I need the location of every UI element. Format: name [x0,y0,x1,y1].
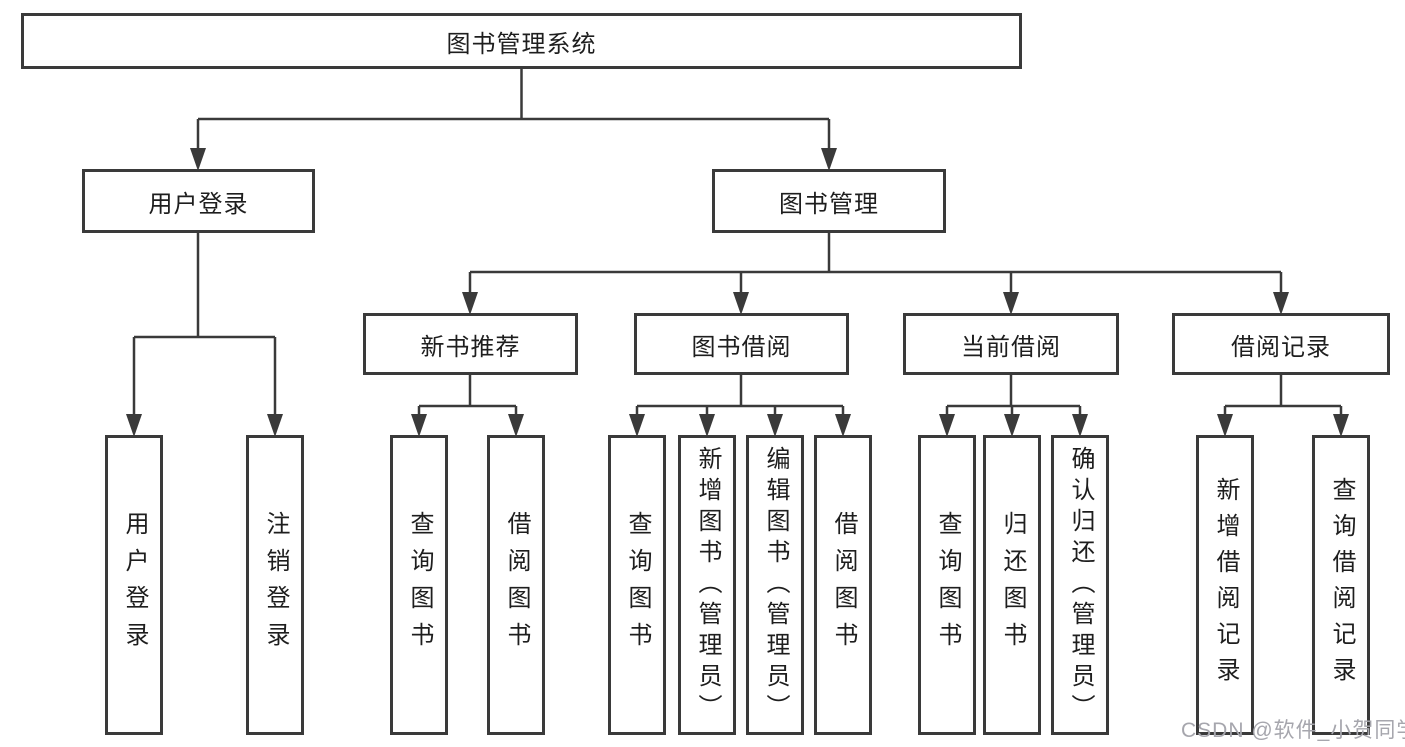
node-leaf-user-login: 用户登录 [105,435,163,735]
arrowhead [1333,414,1349,437]
arrowhead [1273,292,1289,315]
node-book-borrow: 图书借阅 [634,313,849,375]
arrowhead [190,148,206,171]
node-label: 注销登录 [262,511,289,659]
node-leaf-confirm-return-admin: 确认归还（管理员） [1051,435,1109,735]
node-label: 编辑图书（管理员） [762,445,789,725]
arrowhead [821,148,837,171]
node-user-login: 用户登录 [82,169,315,233]
csdn-watermark: CSDN @软件_小贺同学 [1181,719,1405,742]
node-label: 当前借阅 [961,333,1061,361]
node-leaf-query-borrow-record: 查询借阅记录 [1312,435,1370,735]
node-leaf-current-query-book: 查询图书 [918,435,976,735]
node-label: 图书借阅 [691,333,792,361]
arrowhead [699,414,715,437]
node-label: 用户登录 [121,511,148,659]
node-leaf-edit-book-admin: 编辑图书（管理员） [746,435,804,735]
arrowhead [767,414,783,437]
connector-book-mgmt-to-level3 [468,233,1283,311]
connector-new-book-rec-to-leaves [417,375,518,433]
node-label: 查询图书 [406,511,433,659]
arrowhead [126,414,142,437]
node-new-book-recommend: 新书推荐 [363,313,578,375]
node-label: 查询图书 [624,511,651,659]
node-label: 借阅图书 [503,511,530,659]
node-leaf-recommend-query-book: 查询图书 [390,435,448,735]
node-label: 借阅记录 [1231,333,1331,361]
node-leaf-recommend-borrow-book: 借阅图书 [487,435,545,735]
arrowhead [733,292,749,315]
node-label: 新书推荐 [420,333,521,361]
node-label: 查询图书 [934,511,961,659]
node-leaf-borrow-query-book: 查询图书 [608,435,666,735]
node-label: 图书管理 [779,190,879,218]
node-label: 新增借阅记录 [1212,477,1239,693]
node-label: 图书管理系统 [446,30,597,58]
node-leaf-add-book-admin: 新增图书（管理员） [678,435,736,735]
node-leaf-borrow-book: 借阅图书 [814,435,872,735]
arrowhead [411,414,427,437]
connector-user-login-to-leaves [132,233,277,433]
arrowhead [835,414,851,437]
node-leaf-add-borrow-record: 新增借阅记录 [1196,435,1254,735]
connector-root-to-level2 [196,69,831,167]
node-label: 归还图书 [999,511,1026,659]
arrowhead [1217,414,1233,437]
node-borrow-record: 借阅记录 [1172,313,1390,375]
node-leaf-return-book: 归还图书 [983,435,1041,735]
arrowhead [267,414,283,437]
arrowhead [1004,414,1020,437]
arrowhead [1072,414,1088,437]
node-label: 查询借阅记录 [1328,477,1355,693]
node-current-borrow: 当前借阅 [903,313,1119,375]
arrowhead [1003,292,1019,315]
arrowhead [508,414,524,437]
node-label: 新增图书（管理员） [694,445,721,725]
node-root-system: 图书管理系统 [21,13,1022,69]
node-label: 用户登录 [148,190,249,218]
node-leaf-logout: 注销登录 [246,435,304,735]
arrowhead [462,292,478,315]
arrowhead [629,414,645,437]
connector-book-borrow-to-leaves [635,375,845,433]
connector-borrow-record-to-leaves [1223,375,1343,433]
node-label: 确认归还（管理员） [1067,445,1094,725]
node-label: 借阅图书 [830,511,857,659]
node-book-management: 图书管理 [712,169,946,233]
arrowhead [939,414,955,437]
